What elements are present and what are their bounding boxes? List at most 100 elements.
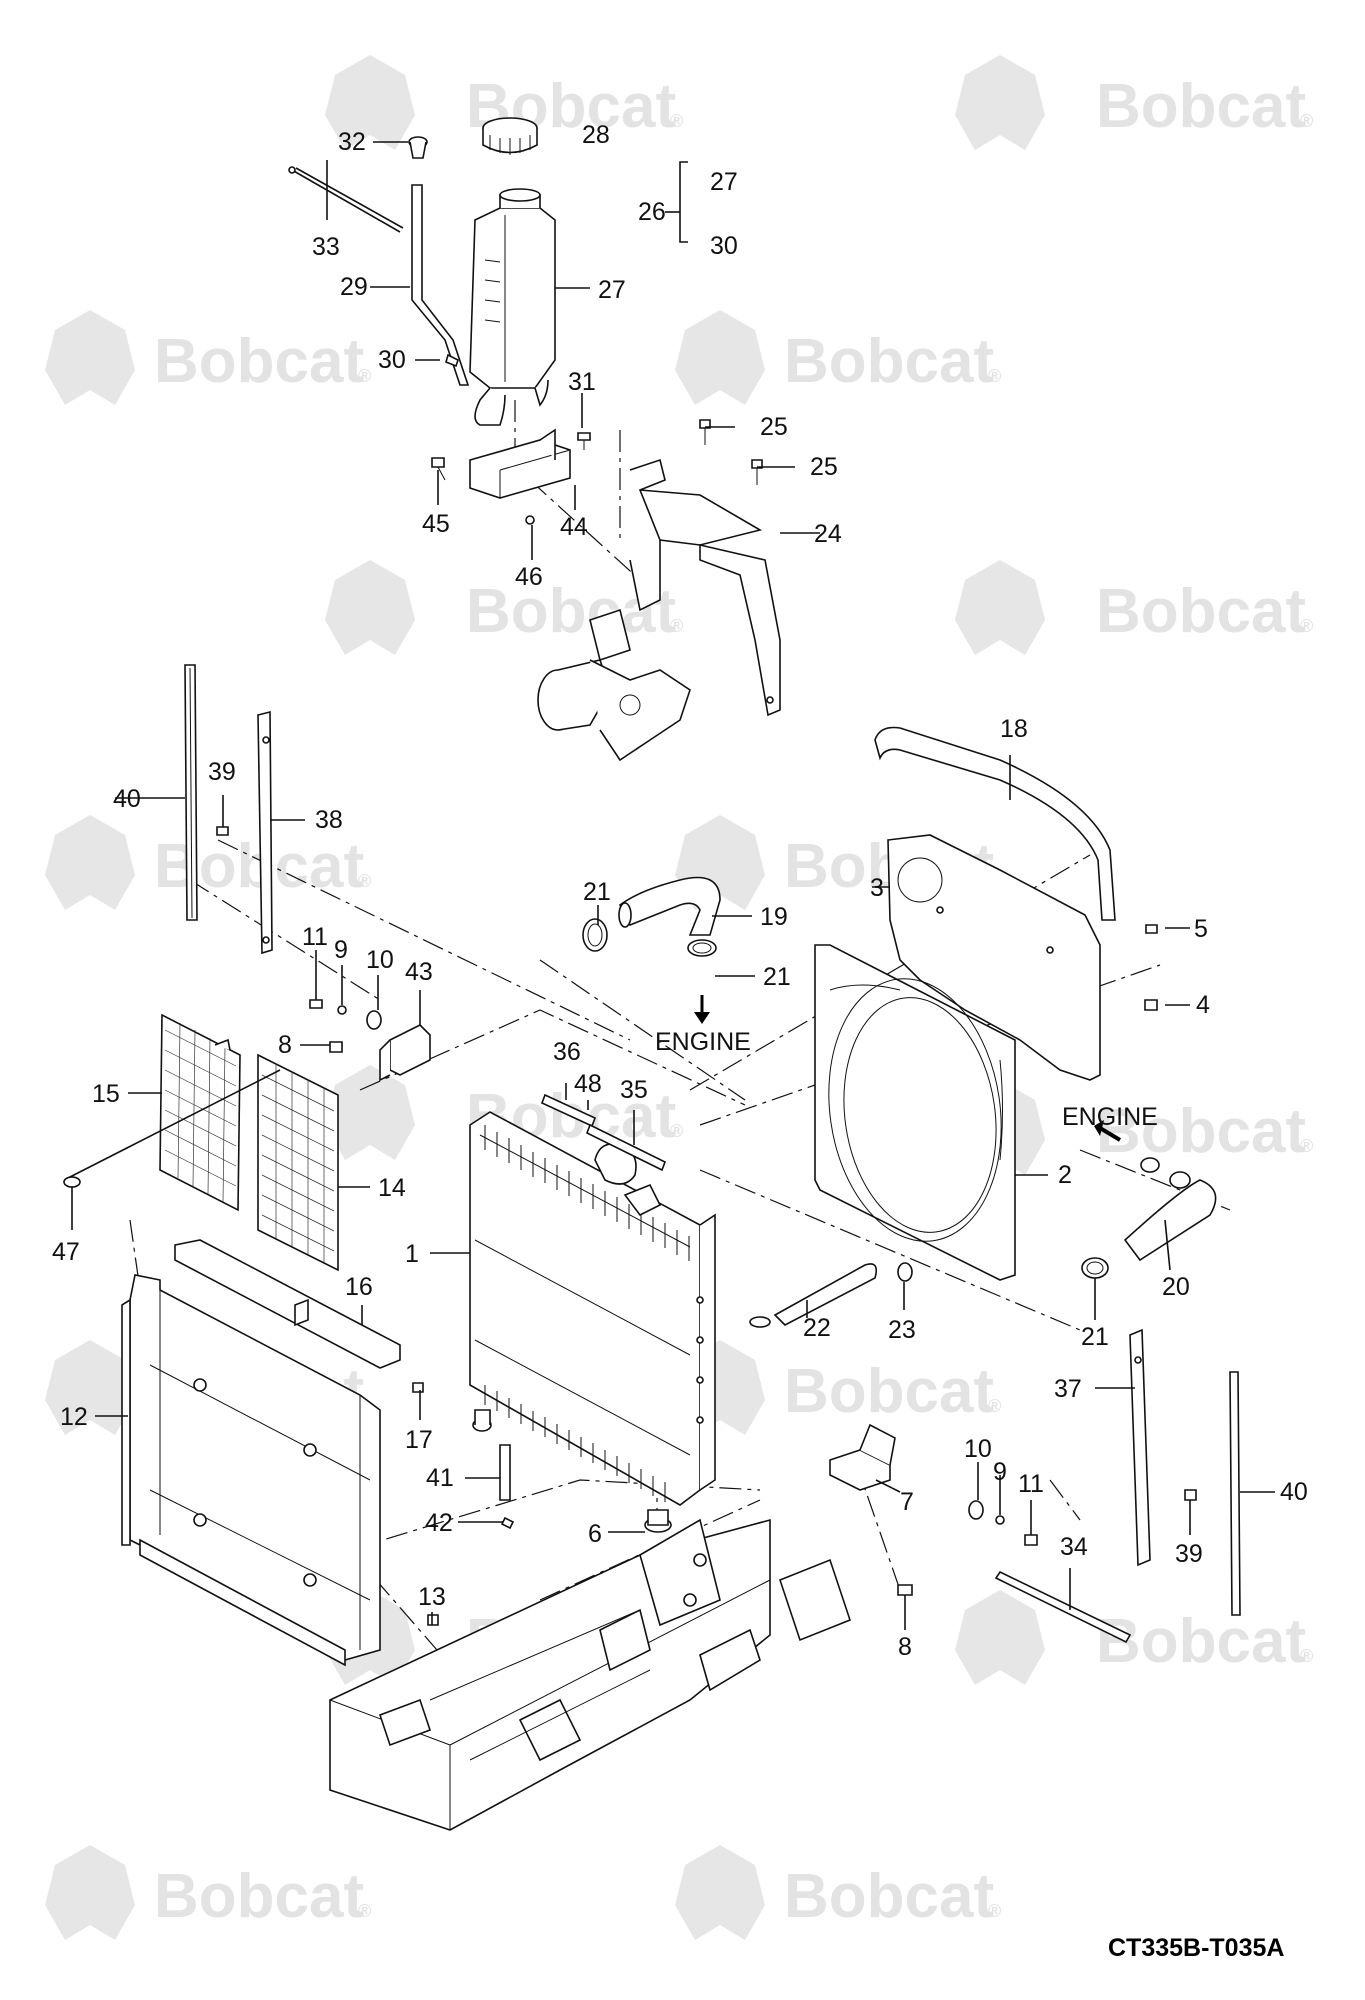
hose-20 — [1123, 1157, 1217, 1262]
callout-16: 16 — [345, 1273, 373, 1301]
bolt-4 — [1144, 999, 1158, 1011]
side-plate-37 — [1129, 1328, 1151, 1567]
bolt-8-right — [897, 1584, 913, 1596]
tie-strap — [288, 166, 404, 233]
svg-text:®: ® — [358, 1901, 371, 1921]
callout-42: 42 — [425, 1509, 453, 1537]
mounting-bracket — [629, 458, 781, 717]
watermark: Bobcat ® — [955, 55, 1313, 150]
watermark-text: Bobcat — [154, 327, 364, 396]
callout-10-left: 10 — [366, 946, 394, 974]
bolt-11-right — [1024, 1534, 1038, 1546]
callout-8-left: 8 — [278, 1031, 292, 1059]
watermark-text: Bobcat — [154, 832, 364, 901]
callout-26: 26 — [638, 198, 666, 226]
svg-text:®: ® — [1300, 111, 1313, 131]
top-panel-16 — [174, 1239, 401, 1369]
callout-11-left: 11 — [302, 923, 328, 951]
callout-labels: 32 28 33 29 30 27 27 26 30 31 25 25 45 4… — [52, 121, 1308, 1661]
svg-text:®: ® — [1300, 1646, 1313, 1666]
callout-6: 6 — [588, 1520, 602, 1548]
watermark-text: Bobcat — [784, 327, 994, 396]
machine-frame — [329, 1518, 851, 1831]
leader-lines — [71, 141, 1275, 1630]
washer-9-right — [995, 1515, 1005, 1525]
callout-30-group: 30 — [710, 232, 738, 260]
callout-34: 34 — [1060, 1533, 1088, 1561]
callout-20: 20 — [1162, 1273, 1190, 1301]
bolt-13 — [427, 1614, 439, 1626]
watermark: Bobcat ® — [675, 310, 1001, 405]
figure-code: CT335B-T035A — [1108, 1934, 1284, 1962]
callout-10-right: 10 — [964, 1435, 992, 1463]
callout-7: 7 — [900, 1488, 914, 1516]
screen-14 — [257, 1053, 339, 1272]
washer-42 — [500, 1516, 515, 1530]
svg-text:®: ® — [1300, 616, 1313, 636]
bolt-25-a — [699, 419, 711, 445]
callout-44: 44 — [560, 513, 588, 541]
callout-3: 3 — [870, 874, 884, 902]
mount-41 — [472, 1409, 511, 1501]
callout-9-left: 9 — [334, 936, 348, 964]
watermark: Bobcat ® — [325, 560, 683, 655]
bolt-8-left — [329, 1041, 343, 1053]
callout-21-b: 21 — [763, 963, 791, 991]
engine-label-lower: ENGINE — [655, 1028, 751, 1056]
callout-27-group: 27 — [710, 168, 738, 196]
bolt-25-b — [751, 459, 763, 485]
bushing-10-right — [968, 1500, 984, 1520]
callout-11-right: 11 — [1018, 1470, 1044, 1498]
watermark: Bobcat ® — [675, 1340, 1001, 1435]
bolt-39-left — [216, 826, 229, 836]
callout-35: 35 — [620, 1076, 648, 1104]
watermark: Bobcat ® — [45, 1845, 371, 1940]
side-plate-38 — [257, 710, 273, 955]
bolt-17 — [412, 1382, 424, 1393]
svg-text:®: ® — [1300, 1136, 1313, 1156]
svg-text:®: ® — [670, 616, 683, 636]
watermark: Bobcat ® — [955, 560, 1313, 655]
callout-37: 37 — [1054, 1375, 1082, 1403]
callout-22: 22 — [803, 1314, 831, 1342]
callout-46: 46 — [515, 563, 543, 591]
callout-24: 24 — [814, 520, 842, 548]
callout-1: 1 — [405, 1240, 419, 1268]
callout-21-a: 21 — [583, 878, 611, 906]
hose-clamp-21-b — [687, 939, 717, 957]
nut-46 — [525, 515, 535, 525]
plug-23 — [897, 1262, 913, 1282]
callout-36: 36 — [553, 1038, 581, 1066]
watermark-text: Bobcat — [1096, 72, 1306, 141]
svg-text:®: ® — [988, 1901, 1001, 1921]
radiator-frame-12 — [121, 1274, 381, 1667]
lower-hose-22 — [749, 1263, 878, 1328]
seal-strip-40-left — [184, 664, 198, 921]
engine-label-upper: ENGINE — [1062, 1103, 1158, 1131]
callout-18: 18 — [1000, 715, 1028, 743]
watermark-text: Bobcat — [784, 1862, 994, 1931]
bolt-45 — [431, 457, 446, 481]
screen-15 — [159, 1013, 241, 1212]
callout-23: 23 — [888, 1316, 916, 1344]
bolt-31 — [577, 432, 591, 450]
callout-17: 17 — [405, 1426, 433, 1454]
watermark: Bobcat ® — [45, 310, 371, 405]
hose-clamp-30 — [445, 353, 459, 368]
callout-28: 28 — [582, 121, 610, 149]
callout-25-b: 25 — [810, 453, 838, 481]
bolt-39-right — [1184, 1489, 1197, 1501]
svg-text:®: ® — [358, 366, 371, 386]
callout-39-right: 39 — [1175, 1540, 1203, 1568]
coolant-reservoir-tank — [469, 188, 556, 426]
top-seal-18 — [874, 726, 1116, 921]
svg-text:®: ® — [988, 366, 1001, 386]
hose-clamp-32 — [408, 136, 428, 159]
overflow-hose — [411, 184, 470, 386]
watermark-text: Bobcat — [154, 1862, 364, 1931]
watermark-text: Bobcat — [1096, 1607, 1306, 1676]
callout-5: 5 — [1194, 915, 1208, 943]
baffle-plate-3 — [887, 834, 1101, 1081]
callout-43: 43 — [405, 958, 433, 986]
callout-31: 31 — [568, 368, 596, 396]
